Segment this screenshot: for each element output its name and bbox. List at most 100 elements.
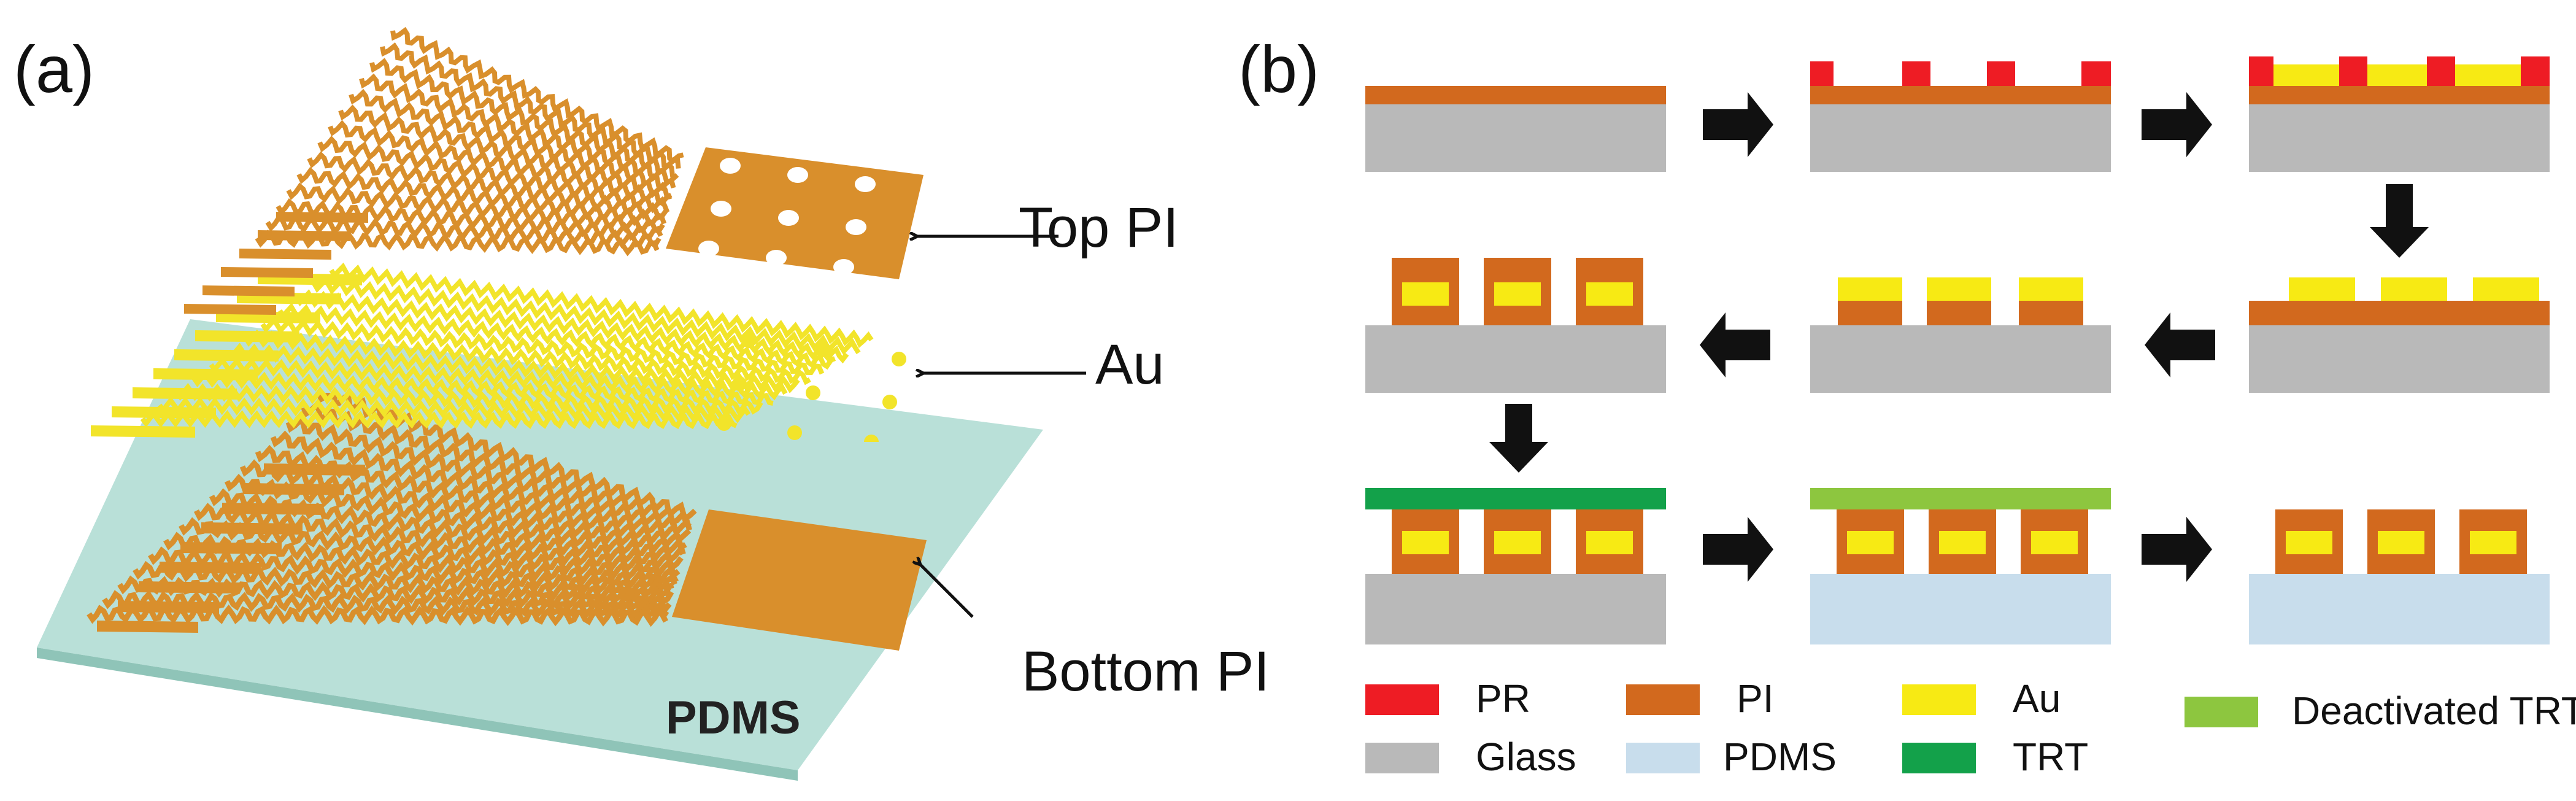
pdms-label: PDMS [666, 692, 801, 744]
serpentine-trace [276, 198, 663, 241]
top-pi-pad-holes [698, 158, 876, 275]
contact-tab [239, 249, 331, 260]
contact-tab [174, 349, 279, 362]
step-1-pi-on-glass [1365, 86, 1666, 172]
contact-tab [112, 406, 216, 419]
contact-tab [118, 601, 219, 613]
arrow-left-icon [2145, 312, 2215, 377]
au-contact-dots [717, 333, 906, 442]
legend-item-pr: PR [1365, 676, 1530, 721]
panel-b: (b) [1238, 32, 2576, 779]
serpentine-trace [226, 342, 800, 393]
step-8-transfer-to-pdms [1810, 488, 2111, 644]
serpentine-trace [316, 393, 697, 523]
legend-label-au: Au [2013, 676, 2061, 721]
serpentine-trace [390, 26, 684, 164]
serpentine-trace [349, 88, 676, 192]
arrow-down-icon [2370, 184, 2429, 258]
serpentine-trace [179, 517, 679, 584]
serpentine-trace [239, 459, 686, 557]
step-9-final-device [2249, 509, 2550, 644]
contact-tab [180, 542, 282, 554]
step-7-trt-pickup [1365, 488, 1666, 644]
legend-label-glass: Glass [1476, 735, 1576, 779]
serpentine-trace [157, 396, 751, 424]
contact-dot [787, 425, 802, 440]
serpentine-trace [285, 416, 692, 535]
arrow-right-icon [2142, 92, 2212, 157]
au-layer [91, 262, 906, 442]
contact-tab [243, 483, 344, 495]
au-traces [140, 262, 874, 430]
top-pi-layer [184, 26, 924, 315]
serpentine-trace [255, 230, 660, 257]
legend-item-glass: Glass [1365, 735, 1576, 779]
arrow-right-icon [2142, 517, 2212, 582]
contact-tab [160, 562, 261, 574]
serpentine-trace [191, 370, 774, 406]
step-6-pi-encapsulation [1365, 258, 1666, 393]
serpentine-trace [140, 409, 738, 430]
serpentine-trace [295, 289, 849, 364]
callout-arrow-icon [920, 565, 974, 618]
contact-tab [153, 368, 258, 381]
bottom-pi-contact-tabs [97, 463, 365, 633]
serpentine-trace [243, 329, 811, 385]
top-pi-contact-tabs [184, 212, 368, 315]
arrow-right-icon [1703, 517, 1773, 582]
contact-tab [184, 304, 276, 315]
legend-item-trt: TRT [1902, 735, 2088, 779]
legend-label-deactivated-trt: Deactivated TRT [2292, 689, 2576, 733]
bottom-pi-pad [672, 509, 927, 651]
step-3-au-deposition [2249, 56, 2550, 172]
serpentine-trace [380, 42, 681, 169]
legend-label-trt: TRT [2013, 735, 2088, 779]
serpentine-trace [286, 182, 665, 234]
contact-tab [91, 425, 195, 438]
callout-bottom-pi-label: Bottom PI [1022, 640, 1270, 703]
panel-b-label: (b) [1238, 32, 1319, 106]
contact-dot [717, 416, 731, 431]
contact-dot [806, 385, 820, 400]
callout-top-pi: Top PI [917, 196, 1179, 259]
serpentine-trace [312, 276, 861, 355]
contact-dot [815, 342, 830, 357]
legend-label-pi: PI [1737, 676, 1773, 721]
legend-label-pdms: PDMS [1723, 735, 1837, 779]
contact-tab [195, 330, 299, 342]
callout-au: Au [924, 333, 1165, 396]
serpentine-trace [329, 262, 874, 348]
serpentine-trace [174, 382, 763, 415]
callout-top-pi-label: Top PI [1019, 196, 1179, 259]
contact-dot [741, 333, 756, 348]
contact-dot [732, 376, 747, 391]
legend: PR PI Au Deactivated TRT Glass PDMS [1365, 676, 2576, 779]
contact-dot [864, 435, 879, 442]
arrow-right-icon [1703, 92, 1773, 157]
contact-tab [276, 212, 368, 223]
step-4-lift-off [2249, 277, 2550, 393]
pdms-sheet-edge [37, 648, 798, 781]
panel-a: (a) PDMS [13, 26, 1270, 781]
serpentine-trace [193, 503, 681, 579]
arrow-down-icon [1489, 404, 1548, 473]
contact-tab [221, 267, 313, 278]
callout-au-label: Au [1095, 333, 1165, 396]
serpentine-trace [209, 356, 788, 401]
contact-dot [892, 352, 906, 366]
contact-tab [202, 285, 295, 296]
legend-item-deactivated-trt: Deactivated TRT [2185, 689, 2576, 733]
contact-tab [133, 387, 237, 400]
serpentine-trace [338, 104, 672, 201]
contact-tab [97, 621, 198, 633]
serpentine-trace [87, 603, 668, 627]
contact-tab [264, 463, 365, 476]
contact-dot [882, 395, 897, 409]
serpentine-trace [260, 315, 825, 376]
panel-a-label: (a) [13, 32, 94, 106]
serpentine-trace [369, 58, 677, 180]
contact-tab [139, 581, 240, 594]
legend-item-au: Au [1902, 676, 2061, 721]
contact-tab [258, 230, 350, 241]
